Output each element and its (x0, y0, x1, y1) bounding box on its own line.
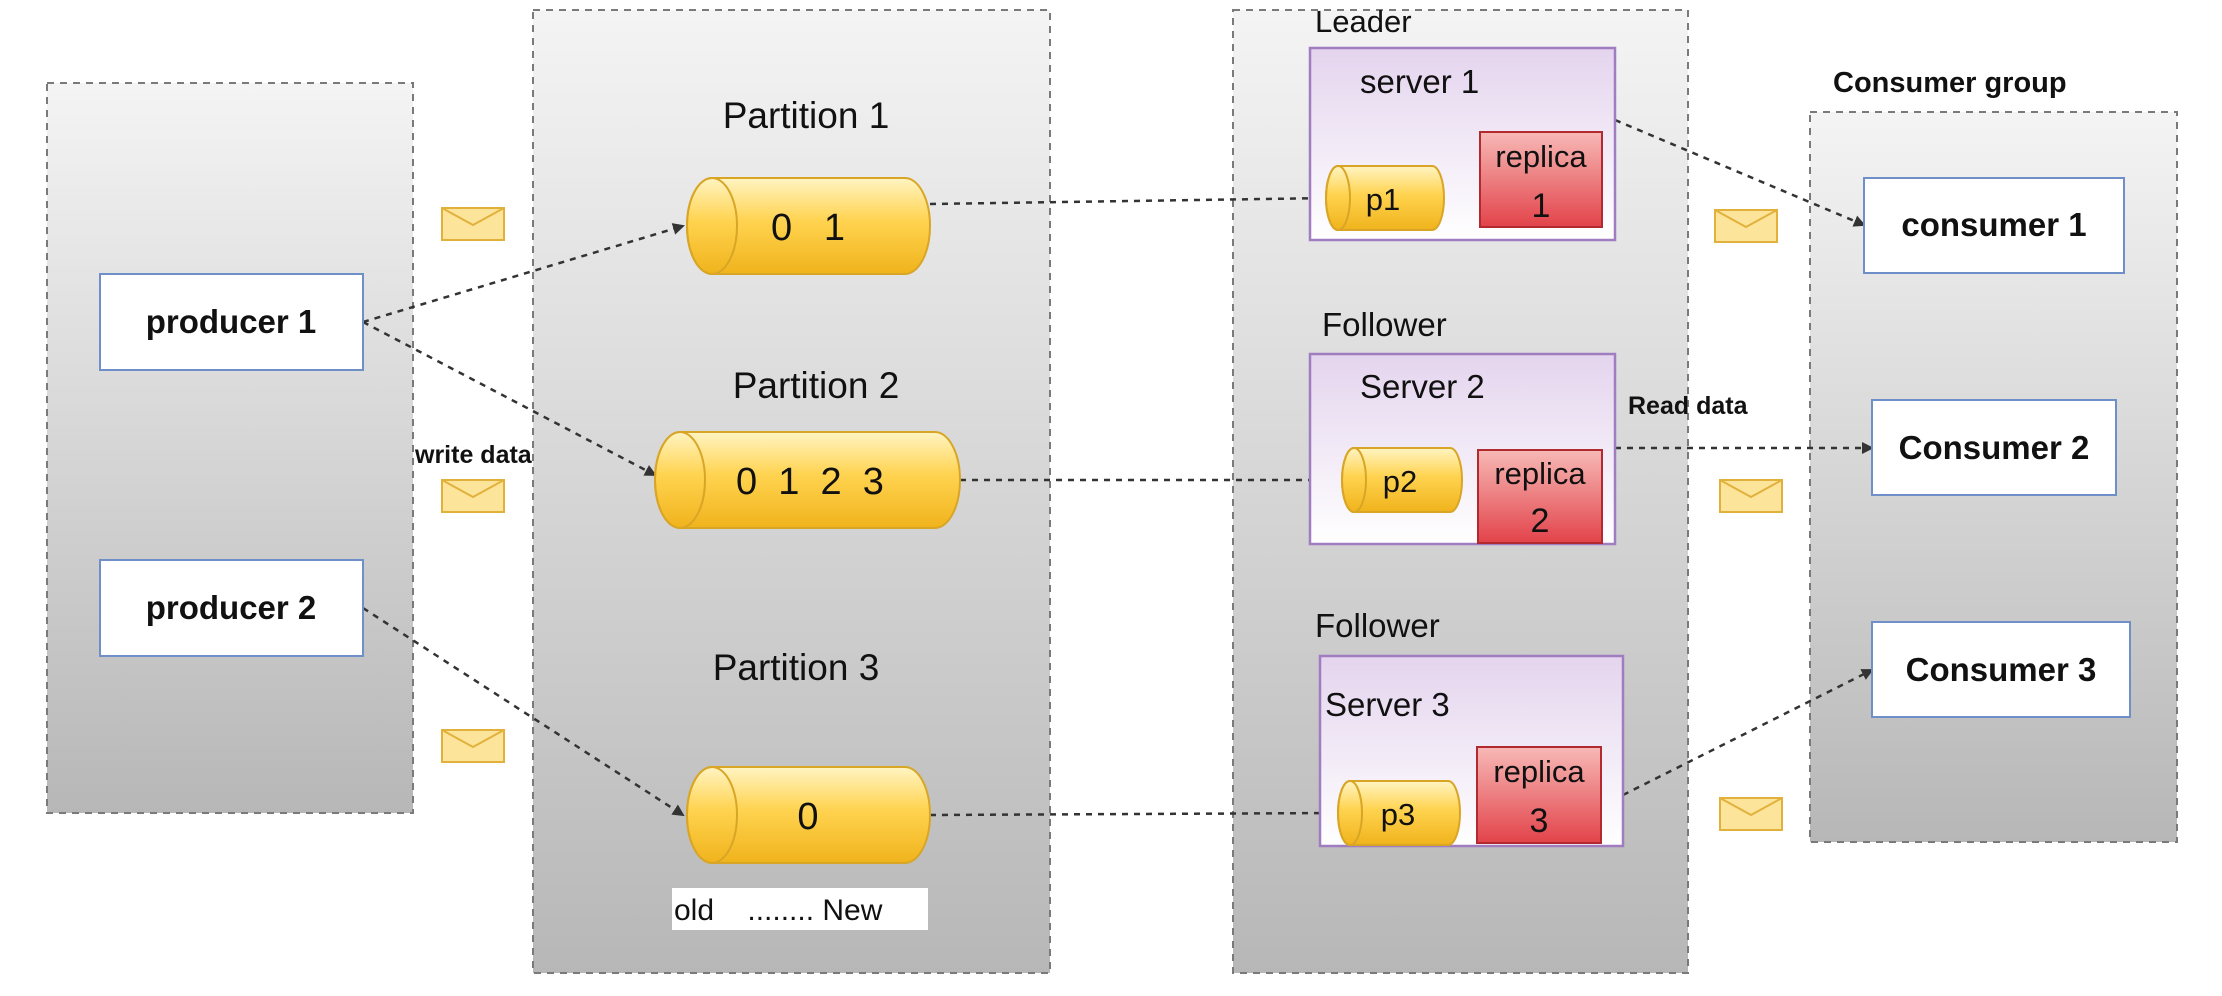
server-3-box[interactable]: Server 3 p3 replica 3 (1318, 654, 1625, 848)
order-label-background (672, 888, 928, 930)
arrow-server1-consumer1 (1614, 118, 1866, 227)
server-2-label: Server 2 (1360, 368, 1485, 405)
server-3-partition[interactable]: p3 (1337, 780, 1461, 846)
consumer-2-label: Consumer 2 (1899, 429, 2090, 466)
server-3-replica-number: 3 (1530, 802, 1549, 840)
envelope-icon (1714, 209, 1778, 243)
broker-2-role: Follower (1322, 306, 1447, 343)
consumer-1-label: consumer 1 (1901, 206, 2086, 243)
envelope-icon (441, 207, 505, 241)
partition-2-cylinder[interactable]: 0 1 2 3 (654, 431, 961, 529)
server-1-replica-number: 1 (1532, 187, 1551, 225)
broker-3-role: Follower (1315, 607, 1440, 644)
producer-1-box[interactable]: producer 1 (99, 273, 364, 371)
broker-1-role: Leader (1315, 4, 1412, 39)
server-1-replica[interactable]: replica 1 (1479, 131, 1603, 228)
consumer-1-box[interactable]: consumer 1 (1863, 177, 2125, 274)
envelope-icon (441, 479, 505, 513)
server-3-replica[interactable]: replica 3 (1476, 746, 1602, 844)
consumer-3-box[interactable]: Consumer 3 (1871, 621, 2131, 718)
partition-1-content: 0 1 (771, 207, 845, 249)
server-2-partition[interactable]: p2 (1341, 447, 1463, 513)
arrow-partition3-p3 (929, 807, 1342, 820)
partition-2-content: 0 1 2 3 (736, 461, 884, 503)
consumer-3-label: Consumer 3 (1906, 651, 2097, 688)
consumer-2-box[interactable]: Consumer 2 (1871, 399, 2117, 496)
partition-3-cylinder[interactable]: 0 (686, 766, 931, 864)
partition-3-content: 0 (797, 796, 818, 838)
server-2-partition-label: p2 (1383, 464, 1417, 499)
server-1-label: server 1 (1360, 63, 1479, 100)
arrow-producer2-partition3 (362, 606, 685, 817)
server-2-replica-number: 2 (1531, 502, 1550, 540)
partition-order-label: old ........ New (674, 894, 883, 927)
write-data-label: write data (414, 441, 533, 469)
envelope-icon (441, 729, 505, 763)
arrow-producer1-partition1 (362, 223, 685, 324)
envelope-icon (1719, 797, 1783, 831)
producer-1-label: producer 1 (146, 303, 317, 340)
server-2-box[interactable]: Server 2 p2 replica 2 (1308, 352, 1617, 546)
partition-1-cylinder[interactable]: 0 1 (686, 177, 931, 275)
flow-arrows (362, 118, 1874, 820)
arrow-server3-consumer3 (1622, 668, 1874, 797)
server-3-partition-label: p3 (1381, 797, 1415, 832)
server-3-label: Server 3 (1325, 686, 1450, 723)
producers-panel (46, 82, 414, 814)
server-1-replica-word: replica (1495, 139, 1587, 174)
server-1-box[interactable]: server 1 p1 replica 1 (1308, 46, 1617, 242)
envelope-icon (1719, 479, 1783, 513)
server-1-partition[interactable]: p1 (1325, 165, 1445, 231)
partition-2-title: Partition 2 (733, 365, 900, 406)
server-2-replica[interactable]: replica 2 (1477, 449, 1603, 544)
producer-2-box[interactable]: producer 2 (99, 559, 364, 657)
partition-1-title: Partition 1 (723, 95, 890, 136)
server-2-replica-word: replica (1494, 456, 1586, 491)
server-1-partition-label: p1 (1366, 182, 1400, 217)
consumer-group-title: Consumer group (1833, 67, 2067, 99)
server-3-replica-word: replica (1493, 754, 1585, 789)
read-data-label: Read data (1628, 392, 1749, 420)
producer-2-label: producer 2 (146, 589, 317, 626)
partition-3-title: Partition 3 (713, 647, 880, 688)
